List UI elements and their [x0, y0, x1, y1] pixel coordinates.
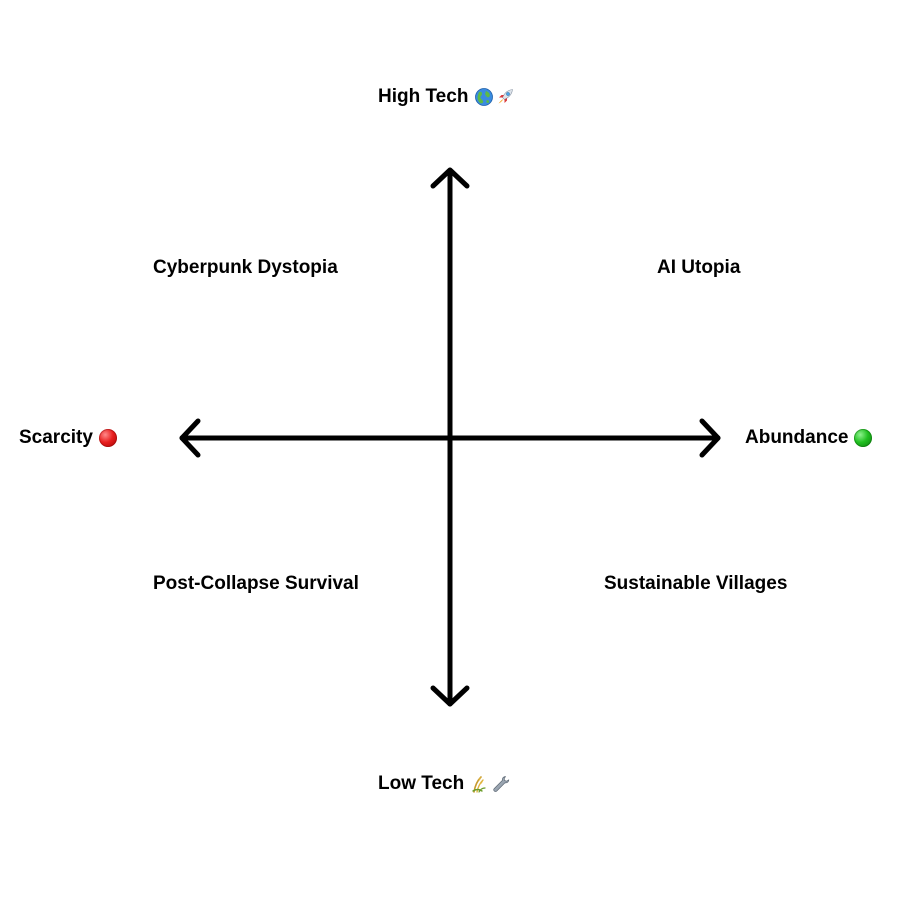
abundance-text: Abundance	[745, 427, 849, 448]
low-tech-text: Low Tech	[378, 773, 465, 794]
farming-icon	[472, 776, 486, 793]
axis-label-abundance: Abundance	[745, 427, 873, 449]
quadrant-top-left: Cyberpunk Dystopia	[153, 257, 338, 279]
high-tech-text: High Tech	[378, 86, 469, 107]
quadrant-bottom-right: Sustainable Villages	[604, 573, 787, 595]
quadrant-top-left-text: Cyberpunk Dystopia	[153, 257, 338, 278]
globe-icon	[475, 88, 494, 106]
quadrant-top-right-text: AI Utopia	[657, 257, 741, 278]
quadrant-bottom-left: Post-Collapse Survival	[153, 573, 359, 595]
left-arrowhead	[179, 418, 201, 458]
wrench-icon	[493, 776, 510, 792]
quadrant-bottom-left-text: Post-Collapse Survival	[153, 573, 359, 594]
horizontal-axis	[179, 418, 721, 458]
quadrant-bottom-right-text: Sustainable Villages	[604, 573, 788, 594]
red-circle-icon	[98, 429, 117, 447]
down-arrowhead	[430, 685, 470, 707]
right-arrowhead	[699, 418, 721, 458]
green-circle-icon	[854, 429, 873, 447]
up-arrowhead	[430, 167, 470, 189]
axis-label-high-tech: High Tech	[378, 86, 515, 108]
scarcity-text: Scarcity	[19, 427, 93, 448]
quadrant-top-right: AI Utopia	[657, 257, 740, 279]
rocket-icon	[498, 89, 514, 104]
axis-label-low-tech: Low Tech	[378, 773, 511, 795]
axis-label-scarcity: Scarcity	[19, 427, 117, 449]
